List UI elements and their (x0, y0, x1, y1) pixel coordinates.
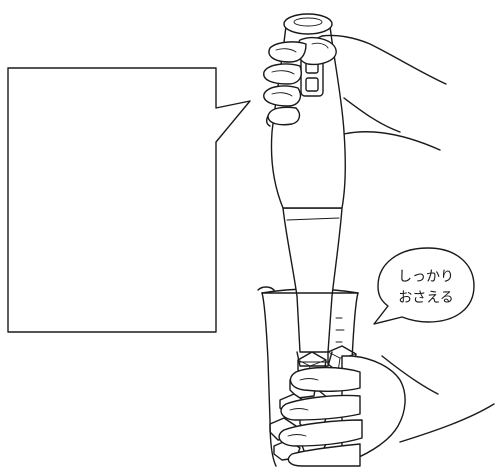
callout-box (7, 67, 251, 333)
hand-holding-beaker (278, 355, 495, 467)
speech-bubble-line2: おさえる (398, 290, 454, 306)
hand-holding-blender (263, 34, 447, 151)
blender-shaft (282, 207, 343, 367)
speech-bubble-line1: しっかり (398, 269, 454, 285)
speech-bubble: しっかり おさえる (373, 247, 475, 325)
